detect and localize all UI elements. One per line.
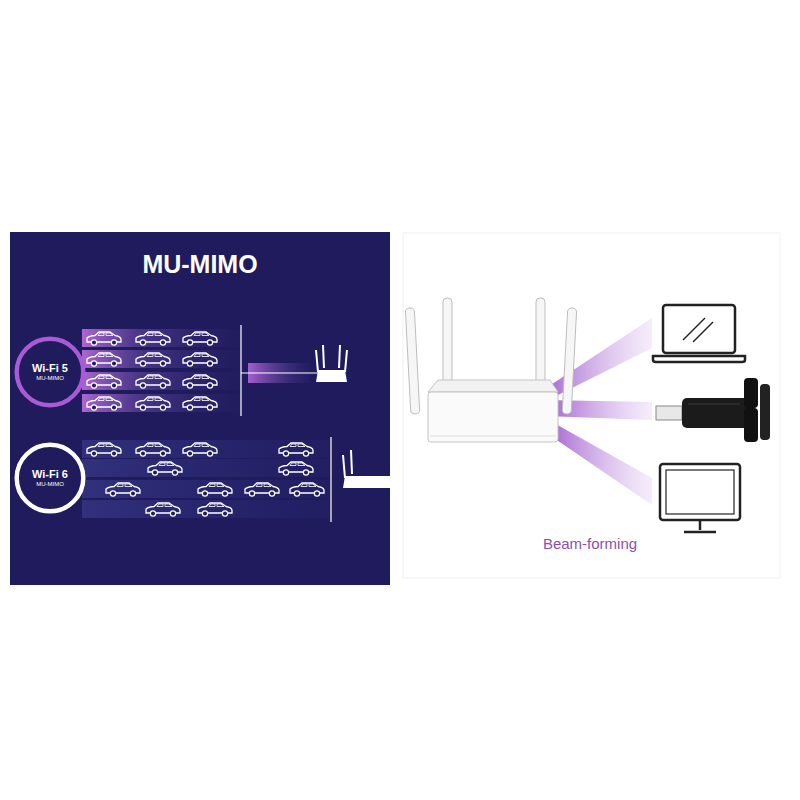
badge-label: Wi-Fi 6	[32, 468, 68, 481]
wifi-badge-circle: Wi-Fi 6MU-MIMO	[13, 441, 87, 515]
navy-panel	[10, 232, 390, 585]
router-icon	[405, 298, 576, 442]
usb-adapter-icon	[656, 378, 770, 442]
wifi6-lanes	[82, 437, 331, 522]
wifi-badge-circle: Wi-Fi 5MU-MIMO	[13, 335, 87, 409]
router-icon	[316, 345, 347, 382]
router-icon	[343, 450, 390, 488]
laptop-icon	[653, 305, 745, 362]
badge-label: Wi-Fi 5	[32, 362, 68, 375]
white-panel	[403, 233, 780, 578]
monitor-icon	[660, 464, 740, 532]
badge-sublabel: MU-MIMO	[36, 375, 64, 382]
badge-sublabel: MU-MIMO	[36, 481, 64, 488]
panel-title: MU-MIMO	[10, 250, 390, 279]
wifi5-lanes	[82, 325, 318, 416]
beam-forming-label: Beam-forming	[520, 535, 660, 552]
